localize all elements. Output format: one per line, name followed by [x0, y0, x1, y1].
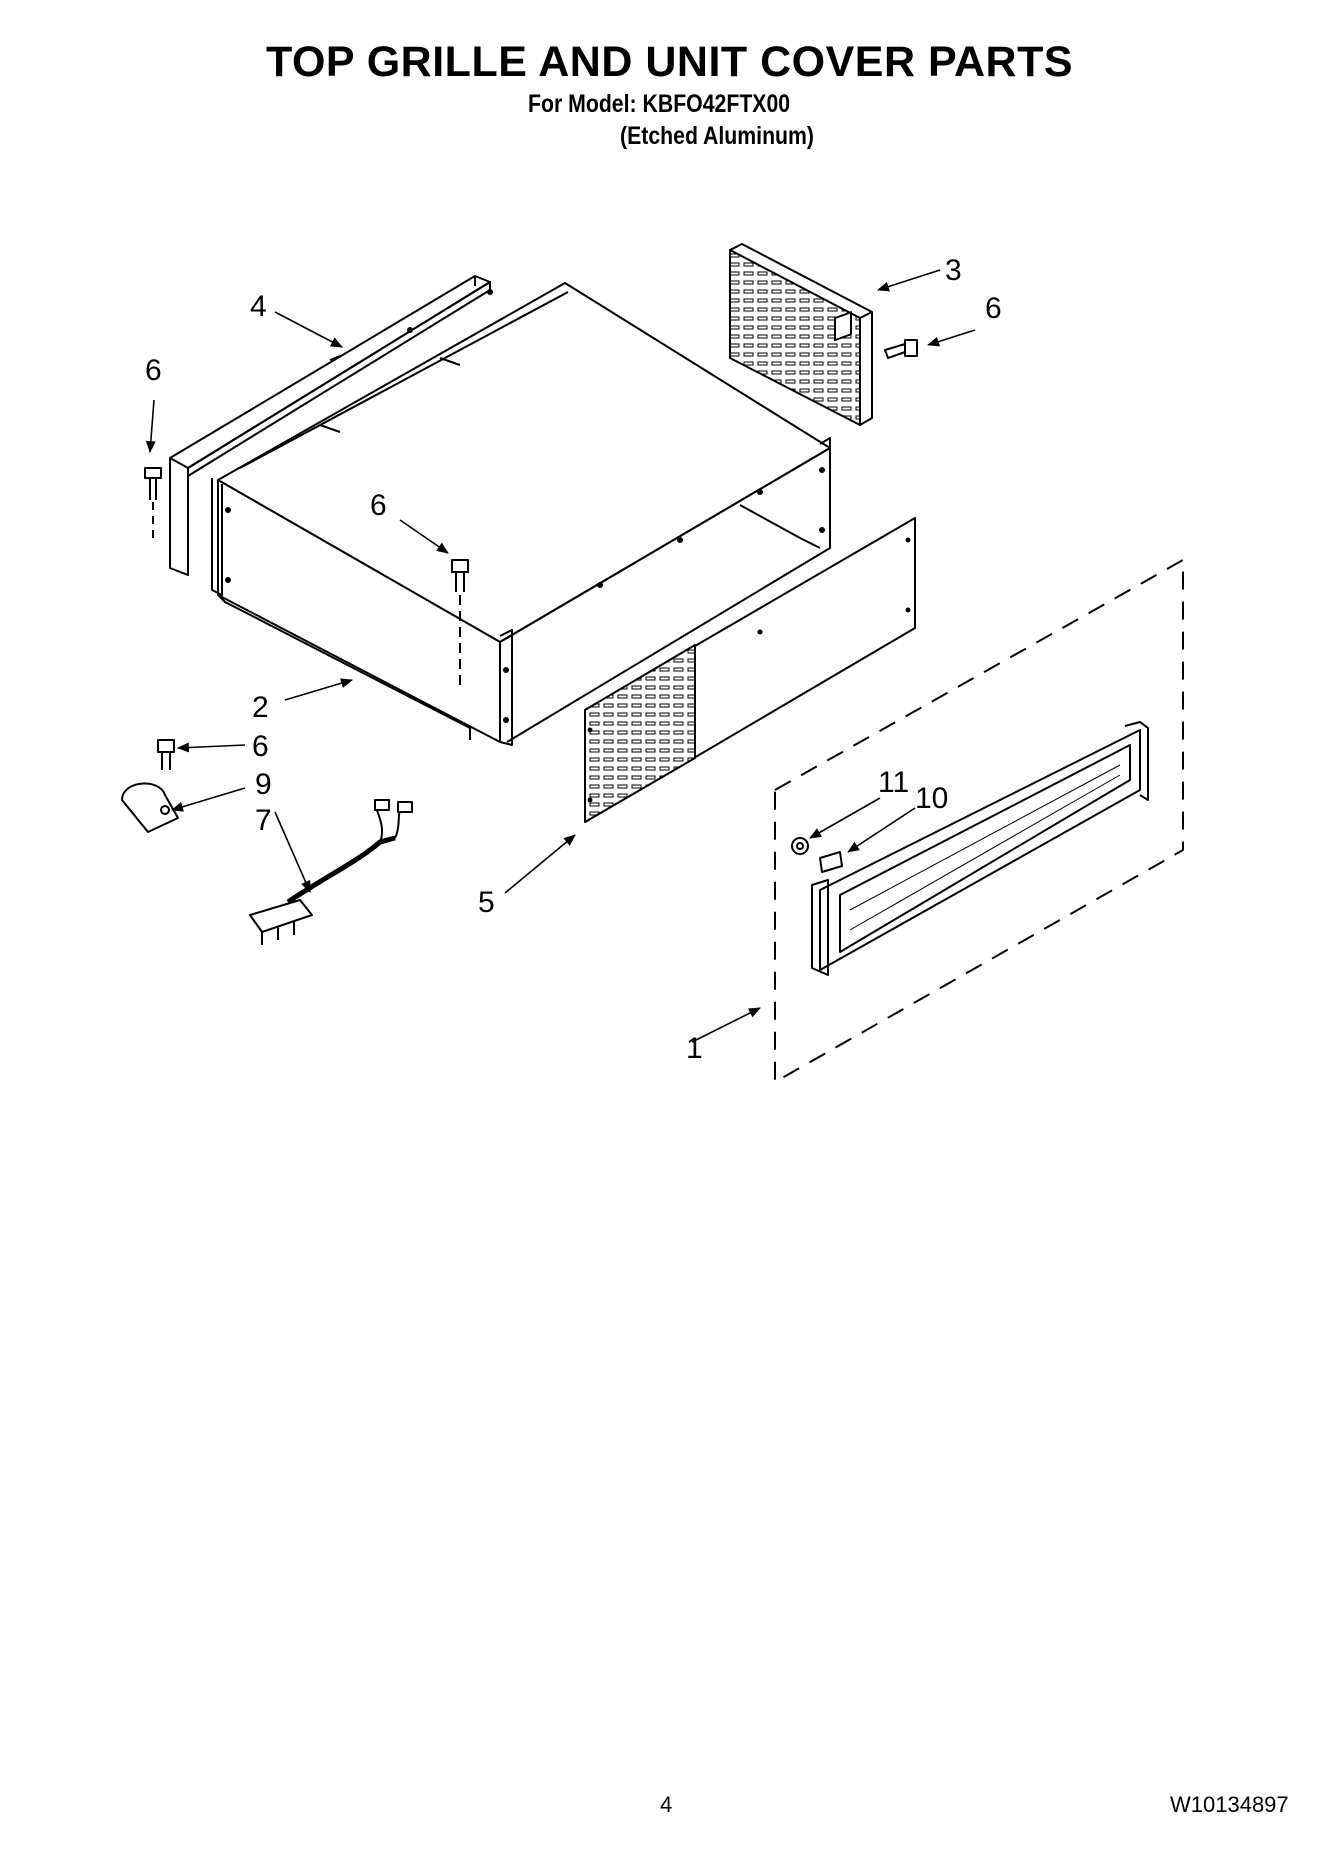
callout-6-left: 6	[145, 354, 162, 387]
callout-9: 9	[255, 768, 272, 801]
callout-7: 7	[255, 804, 272, 837]
leader-arrows	[145, 269, 976, 1043]
callout-4: 4	[250, 290, 267, 323]
screw-part-6-rear	[884, 339, 918, 359]
screw-part-6-left	[144, 467, 162, 540]
nut-part-11	[791, 837, 809, 855]
page-title: TOP GRILLE AND UNIT COVER PARTS	[265, 38, 1074, 86]
page-number: 4	[660, 1792, 673, 1817]
rear-grille-part-3	[729, 243, 873, 426]
finish-line: (Etched Aluminum)	[620, 122, 815, 150]
callout-5: 5	[478, 886, 495, 919]
side-rail-part-4	[169, 275, 491, 576]
model-line: For Model: KBFO42FTX00	[528, 90, 791, 118]
callout-6-lower: 6	[252, 730, 269, 763]
callout-6-rear: 6	[985, 292, 1002, 325]
document-number: W10134897	[1170, 1792, 1289, 1817]
grille-assembly-part-1	[774, 559, 1184, 1083]
unit-cover-part-2	[211, 282, 831, 746]
front-grille-part-5	[584, 311, 916, 823]
callout-6-center: 6	[370, 489, 387, 522]
screw-part-6-center	[451, 559, 469, 690]
callout-11: 11	[878, 766, 909, 799]
wire-harness-part-7	[249, 799, 413, 945]
clamp-part-9	[121, 782, 179, 833]
screw-part-6-lower	[157, 739, 175, 770]
callout-10: 10	[915, 782, 948, 815]
clip-part-10	[819, 851, 843, 873]
callout-1: 1	[686, 1032, 703, 1065]
callout-2: 2	[252, 691, 269, 724]
callout-3: 3	[945, 254, 962, 287]
